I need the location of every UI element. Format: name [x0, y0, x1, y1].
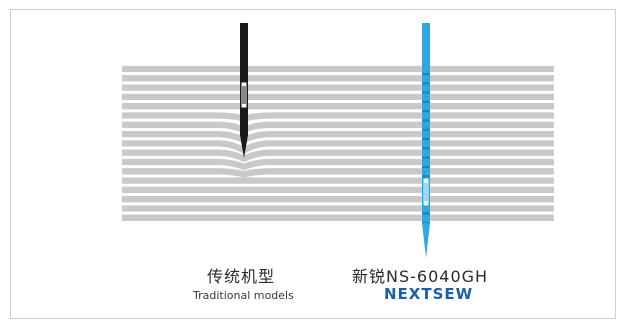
needle-segment — [422, 221, 430, 224]
fabric-thread — [122, 140, 554, 155]
needle-segment — [422, 147, 430, 150]
fabric-thread — [122, 158, 554, 171]
needle-segment — [422, 138, 430, 141]
needle-segment — [422, 166, 430, 168]
fabric-thread — [122, 149, 554, 163]
fabric-threads — [122, 65, 554, 221]
needle-segment — [422, 73, 430, 75]
traditional-model-subtitle: Traditional models — [193, 289, 294, 302]
needle-segment — [422, 91, 430, 94]
needle-segment — [422, 119, 430, 122]
needle-segment — [422, 212, 430, 215]
fabric-thread — [122, 112, 554, 122]
fabric-thread — [122, 130, 554, 144]
needle-segment — [422, 175, 430, 178]
traditional-model-title: 传统机型 — [207, 267, 276, 286]
needle-segment — [422, 110, 430, 113]
fabric-thread — [122, 121, 554, 134]
traditional-needle-icon — [240, 23, 248, 158]
nextsew-needle-icon — [422, 23, 430, 258]
needle-segment — [422, 100, 430, 103]
needle-segment — [422, 128, 430, 131]
brand-logo: NEXTSEW — [384, 285, 474, 303]
fabric-thread — [122, 168, 554, 178]
needle-segment — [422, 82, 430, 85]
product-model-title: 新锐NS-6040GH — [352, 267, 489, 286]
needle-segment — [422, 156, 430, 159]
